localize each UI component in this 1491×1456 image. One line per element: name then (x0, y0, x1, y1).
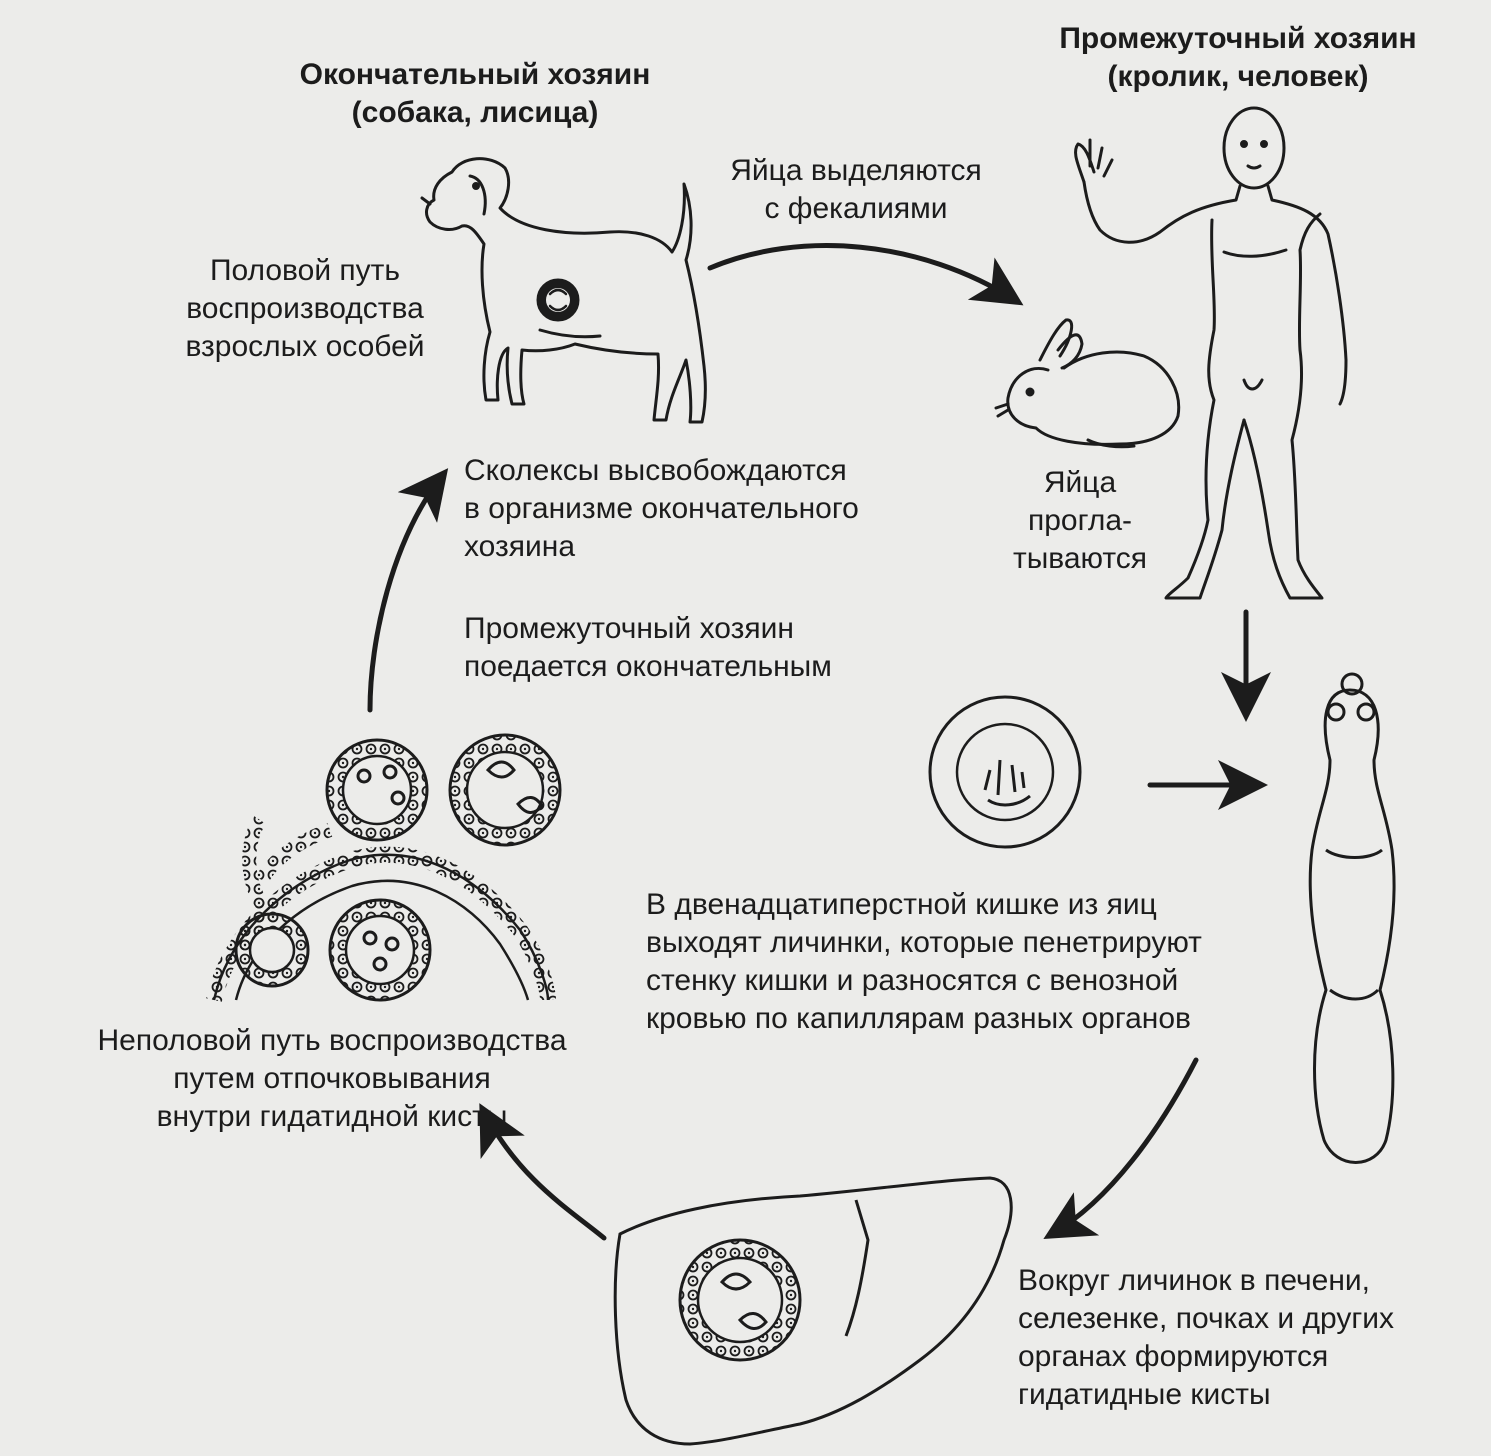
egg-illustration (928, 695, 1082, 849)
label-definitive-host: Окончательный хозяин(собака, лисица) (299, 58, 651, 129)
lifecycle-arrows (367, 243, 1271, 1241)
scolex-illustration (1308, 672, 1396, 1164)
arrow-liver-to-cyst (479, 1103, 607, 1241)
arrow-cyst-to-dog (367, 468, 449, 713)
arrow-dog-to-rabbit (707, 243, 1024, 306)
dog-illustration (420, 157, 707, 424)
label-intermediate-host: Промежуточный хозяин(кролик, человек) (1059, 22, 1417, 93)
hydatid-cyst-cluster (206, 733, 562, 1002)
liver-illustration (613, 1176, 1013, 1446)
arrow-to-liver (1043, 1057, 1199, 1240)
rabbit-illustration (994, 318, 1181, 449)
human-illustration (1074, 106, 1348, 600)
label-hydatid-cysts: Вокруг личинок в печени,селезенке, почка… (1018, 1264, 1395, 1411)
